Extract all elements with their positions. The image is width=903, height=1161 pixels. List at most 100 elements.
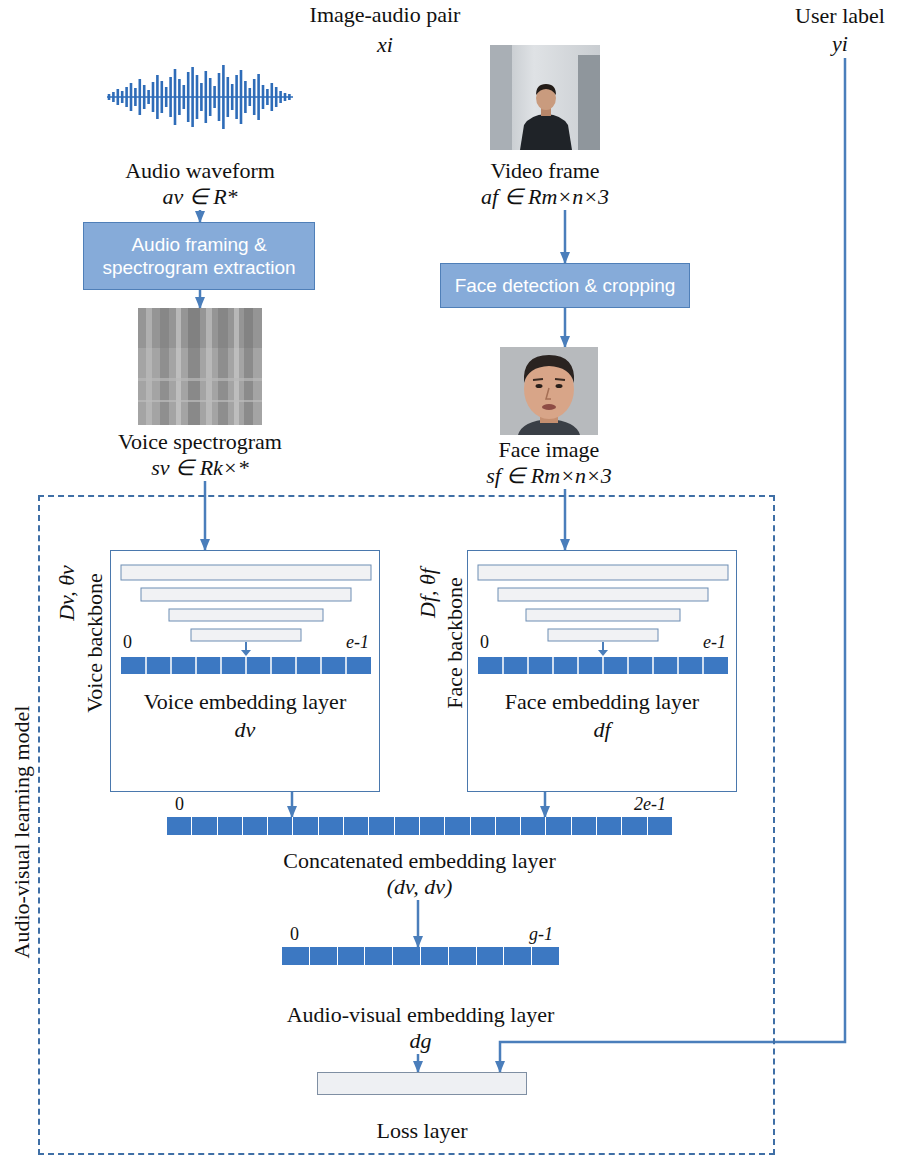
node-caption: sv ∈ Rk×* — [151, 455, 248, 481]
layer-name: Face embedding layer — [505, 689, 699, 715]
spectrogram-band — [188, 308, 200, 425]
layer-name: Audio-visual embedding layer — [287, 1002, 555, 1028]
spectrogram-band — [176, 308, 181, 425]
embedding-cell — [394, 817, 419, 835]
connector-arrow — [544, 792, 547, 817]
face-mouth — [542, 404, 556, 410]
embedding-cell — [495, 817, 520, 835]
node-caption: sf ∈ Rm×n×3 — [486, 463, 612, 489]
picture-node: Voice spectrogramsv ∈ Rk×* — [80, 308, 320, 481]
embedding-cell — [444, 817, 469, 835]
backbone-name: Face backbone — [442, 577, 468, 708]
connector-arrow — [199, 290, 202, 308]
spectrogram-band — [234, 308, 239, 425]
embedding-cell — [392, 947, 420, 965]
embedding-cells — [503, 657, 703, 674]
caption-label: xi — [377, 32, 393, 58]
network-layer — [526, 609, 680, 621]
connector-arrow — [417, 900, 420, 947]
backbone-box: Face backboneDf, θf0e-1Face embedding la… — [467, 550, 737, 792]
connector-arrow — [204, 481, 207, 550]
embedding-layer: 02e-1Concatenated embedding layer(dv, dv… — [167, 817, 672, 900]
backbone-box: Voice backboneDv, θv0e-1Voice embedding … — [110, 550, 380, 792]
audio-waveform — [105, 62, 295, 132]
embedding-cells — [146, 657, 346, 674]
node-caption: Face image — [499, 437, 600, 463]
embedding-cell — [309, 947, 337, 965]
loss-name: Loss layer — [376, 1118, 467, 1144]
process-label: Audio framing & spectrogram extraction — [96, 233, 302, 279]
index-label: g-1 — [529, 923, 553, 945]
connector-arrow — [564, 308, 567, 347]
face-brows — [533, 379, 565, 380]
network-layer — [121, 565, 371, 580]
waveform-trace — [109, 65, 289, 129]
spectrogram-band — [138, 378, 262, 381]
embedding-cell — [337, 947, 365, 965]
model-region: Audio-visual learning model Voice backbo… — [38, 495, 775, 1155]
voice-spectrogram — [138, 308, 262, 425]
face-background — [500, 347, 598, 435]
connector-arrow — [564, 210, 567, 263]
layer-arrow — [245, 642, 247, 651]
index-label: e-1 — [346, 631, 369, 653]
index-label: 0 — [480, 631, 489, 653]
layer-symbol: df — [593, 717, 610, 743]
embedding-cell — [191, 817, 216, 835]
connector-arrow — [564, 489, 567, 550]
layer-symbol: dv — [235, 717, 256, 743]
caption-label: Image-audio pair — [310, 2, 461, 28]
region-title: Audio-visual learning model — [9, 706, 35, 959]
embedding-cell — [167, 817, 191, 835]
index-label: 0 — [290, 923, 299, 945]
node-caption: User label — [795, 2, 885, 30]
face-nose — [546, 388, 551, 399]
layer-name: Concatenated embedding layer — [283, 848, 555, 874]
embedding-cell — [545, 817, 570, 835]
frame-door — [578, 55, 600, 150]
spectrogram-band — [138, 400, 262, 402]
layer-name: Voice embedding layer — [144, 689, 346, 715]
layer-arrow — [602, 642, 604, 651]
embedding-cell — [531, 947, 559, 965]
frame-wall — [490, 45, 512, 150]
loss-box: Loss layer — [317, 1072, 527, 1095]
process-label: Face detection & cropping — [453, 274, 677, 297]
embedding-cell — [647, 817, 672, 835]
video-frame — [490, 45, 600, 150]
node-caption: af ∈ Rm×n×3 — [481, 184, 609, 210]
index-label: 2e-1 — [634, 793, 666, 815]
embedding-cell — [292, 817, 317, 835]
embedding-cell — [503, 947, 531, 965]
embedding-cell — [621, 817, 646, 835]
picture-node: User labelyi — [785, 2, 895, 58]
embedding-cell — [420, 947, 448, 965]
embedding-cell — [476, 947, 504, 965]
embedding-cell — [571, 817, 596, 835]
picture-node: Face imagesf ∈ Rm×n×3 — [449, 347, 649, 489]
embedding-cell — [470, 817, 495, 835]
network-layer — [548, 629, 658, 641]
backbone-params: Df, θf — [415, 568, 441, 618]
embedding-cell — [364, 947, 392, 965]
picture-node: Video frameaf ∈ Rm×n×3 — [425, 45, 665, 210]
embedding-bar — [282, 947, 559, 965]
embedding-cell — [217, 817, 242, 835]
embedding-bar — [167, 817, 672, 835]
embedding-cell — [368, 817, 393, 835]
index-label: 0 — [175, 793, 184, 815]
embedding-cell — [448, 947, 476, 965]
node-caption: av ∈ R* — [162, 184, 237, 210]
spectrogram-band — [218, 308, 228, 425]
spectrogram-ground — [138, 308, 262, 425]
face-eye — [536, 384, 543, 388]
embedding-cell — [419, 817, 444, 835]
network-layer — [191, 629, 301, 641]
backbone-layers — [111, 551, 381, 793]
network-layer — [169, 609, 323, 621]
spectrogram-band — [244, 308, 253, 425]
network-layer — [141, 588, 351, 601]
face-image — [500, 347, 598, 435]
backbone-params: Dv, θv — [54, 565, 80, 621]
